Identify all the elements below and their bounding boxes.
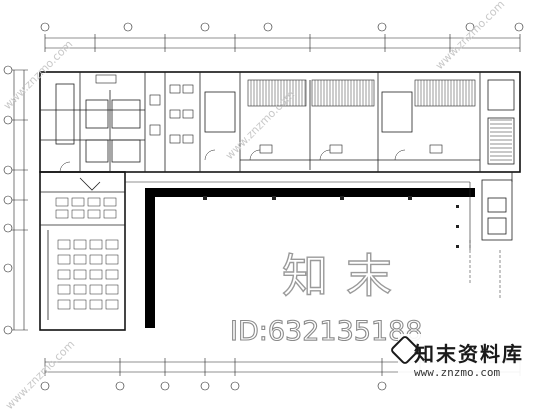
corridor-lines [124, 171, 471, 330]
left-dimension-lines [10, 69, 28, 331]
desk [105, 239, 119, 250]
desk [73, 239, 87, 250]
desk [57, 254, 71, 265]
right-stair-rooms [481, 172, 513, 241]
main-watermark: 知末 [282, 249, 410, 303]
desk [73, 284, 87, 295]
desk [89, 299, 103, 310]
desk [89, 269, 103, 280]
desk [55, 197, 69, 207]
desk [71, 209, 85, 219]
desk [105, 299, 119, 310]
desk [89, 239, 103, 250]
bench-hatching [250, 80, 473, 106]
top-wing-partitions [40, 72, 515, 172]
classroom-desks [55, 197, 119, 310]
left-wing-walls [39, 171, 126, 331]
desk [71, 197, 85, 207]
desk [105, 254, 119, 265]
desk [103, 209, 117, 219]
brand-name: 知末资料库 [414, 342, 524, 366]
stair-treads [490, 119, 512, 161]
desk [105, 284, 119, 295]
top-axis-bubbles [40, 22, 524, 32]
corridor-wall [145, 188, 475, 328]
desk [55, 209, 69, 219]
top-wing-furniture [95, 74, 443, 154]
desk [87, 197, 101, 207]
left-wing-partitions [40, 177, 125, 320]
desk [73, 269, 87, 280]
brand-banner [398, 334, 560, 384]
bottom-axis-bubbles [40, 381, 387, 391]
desk [87, 209, 101, 219]
left-axis-bubbles [3, 65, 13, 335]
desk [73, 254, 87, 265]
desk [105, 269, 119, 280]
id-watermark: ID:632135188 [230, 316, 422, 347]
desk [89, 284, 103, 295]
diagonal-watermark-top-left: www.znzmo.com [1, 38, 75, 112]
desk [57, 299, 71, 310]
desk [73, 299, 87, 310]
desk [57, 284, 71, 295]
door-swings [59, 149, 406, 173]
diagonal-watermark-bottom-left: www.znzmo.com [3, 338, 77, 412]
desk [103, 197, 117, 207]
brand-url: www.znzmo.com [414, 366, 501, 379]
desk [57, 239, 71, 250]
desk [57, 269, 71, 280]
top-dimension-lines [44, 34, 521, 52]
desk [89, 254, 103, 265]
diagonal-watermark-top-right: www.znzmo.com [433, 0, 507, 72]
site-boundary [469, 240, 501, 300]
columns [203, 196, 459, 248]
